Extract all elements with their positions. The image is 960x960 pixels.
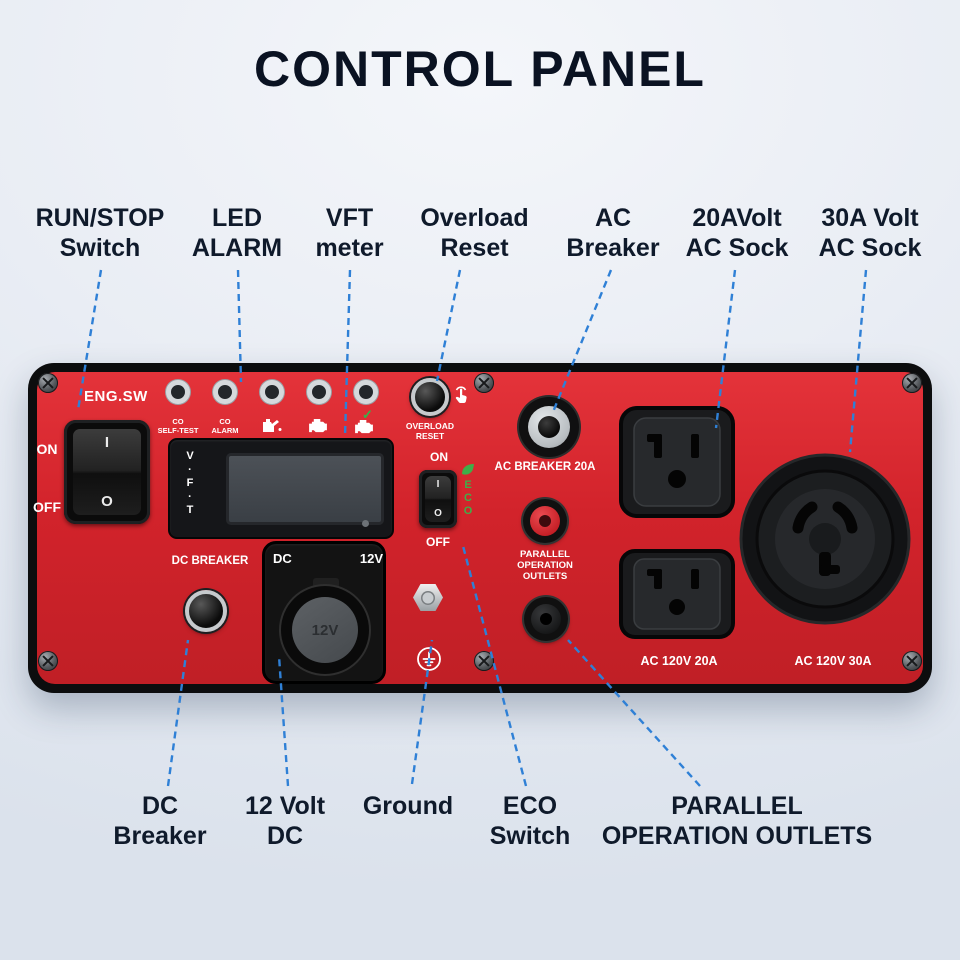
parallel-jack-positive[interactable] xyxy=(523,499,567,543)
screw-icon xyxy=(474,651,494,671)
led-caption-co-self-test: CO SELF-TEST xyxy=(157,417,199,435)
page-title: CONTROL PANEL xyxy=(254,41,706,97)
eco-switch[interactable]: I O xyxy=(419,470,457,528)
eco-vertical-label: E C O xyxy=(463,479,473,517)
screw-icon xyxy=(38,651,58,671)
label-dc-breaker: DC Breaker xyxy=(113,792,207,850)
ac-breaker-caption: AC BREAKER 20A xyxy=(494,461,596,473)
ac-outlet-20a-bottom[interactable] xyxy=(618,548,736,640)
overload-reset-button[interactable] xyxy=(411,378,449,416)
vft-meter: V · F · T xyxy=(168,438,394,539)
oil-warning-icon xyxy=(263,419,282,432)
dc-socket-ring: 12V xyxy=(281,586,369,674)
off-label: OFF xyxy=(33,499,61,515)
label-ground: Ground xyxy=(362,792,454,820)
parallel-outlets-caption: PARALLEL OPERATION OUTLETS xyxy=(517,549,573,582)
led-overload xyxy=(307,380,331,404)
vft-indicator-dot xyxy=(362,520,369,527)
label-12-volt-dc: 12 Volt DC xyxy=(244,792,326,850)
label-run-stop-switch: RUN/STOP Switch xyxy=(35,204,165,262)
eco-on-label: ON xyxy=(430,450,448,464)
touch-icon xyxy=(455,386,467,403)
leaf-icon xyxy=(462,464,474,475)
eng-sw-label: ENG.SW xyxy=(84,388,148,405)
ac-120v-30a-label: AC 120V 30A xyxy=(794,654,872,668)
run-stop-rocker-plate: I O xyxy=(73,429,141,515)
eco-i-mark: I xyxy=(436,479,440,490)
ac-breaker[interactable] xyxy=(519,397,579,457)
dc-breaker-label: DC BREAKER xyxy=(171,555,249,567)
engine-ok-icon xyxy=(355,419,373,434)
eco-off-label: OFF xyxy=(426,535,450,549)
ground-symbol-icon xyxy=(417,647,441,671)
led-co-self-test xyxy=(166,380,190,404)
eco-o-mark: O xyxy=(434,508,442,519)
overload-reset-caption: OVERLOAD RESET xyxy=(405,421,455,441)
ground-terminal-bolt[interactable] xyxy=(413,584,443,611)
ac-breaker-button xyxy=(538,416,560,438)
parallel-jack-negative-hole xyxy=(540,613,552,625)
screw-icon xyxy=(902,651,922,671)
parallel-jack-positive-hole xyxy=(539,515,551,527)
label-led-alarm: LED ALARM xyxy=(191,204,283,262)
label-parallel-operation-outlets: PARALLEL OPERATION OUTLETS xyxy=(601,792,873,850)
dc-12v-socket[interactable]: DC 12V 12V xyxy=(262,541,386,684)
ac-outlet-30a[interactable] xyxy=(738,452,912,626)
ground-bolt-cap xyxy=(421,590,435,605)
led-low-oil xyxy=(260,380,284,404)
dc-label: DC xyxy=(273,551,292,566)
parallel-jack-negative[interactable] xyxy=(524,597,568,641)
label-ac-breaker: AC Breaker xyxy=(566,204,660,262)
socket-cover-tab xyxy=(313,578,339,588)
vft-lcd-display xyxy=(226,453,384,525)
dc-12v-label: 12V xyxy=(359,551,383,566)
ac-outlet-20a-top[interactable] xyxy=(618,405,736,519)
label-30a-ac-sock: 30A Volt AC Sock xyxy=(818,204,922,262)
screw-icon xyxy=(38,373,58,393)
run-stop-switch[interactable]: I O xyxy=(64,420,150,524)
dc-socket-face: 12V xyxy=(292,597,358,663)
check-icon: ✓ xyxy=(362,407,373,422)
led-co-alarm xyxy=(213,380,237,404)
label-overload-reset: Overload Reset xyxy=(420,204,529,262)
led-caption-co-alarm: CO ALARM xyxy=(211,417,239,435)
vft-letters: V · F · T xyxy=(186,450,194,516)
screw-icon xyxy=(902,373,922,393)
led-output-ready xyxy=(354,380,378,404)
dc-breaker-button[interactable] xyxy=(185,590,227,632)
label-eco-switch: ECO Switch xyxy=(489,792,571,850)
eco-rocker-plate: I O xyxy=(425,476,451,522)
rocker-o-mark: O xyxy=(101,493,113,510)
label-20a-ac-sock: 20AVolt AC Sock xyxy=(685,204,789,262)
generator-control-panel: ENG.SW ON OFF I O CO SELF-TEST CO ALARM … xyxy=(28,363,932,693)
on-label: ON xyxy=(36,441,58,457)
screw-icon xyxy=(474,373,494,393)
label-vft-meter: VFT meter xyxy=(315,204,384,262)
ac-120v-20a-label: AC 120V 20A xyxy=(640,654,718,668)
engine-warning-icon xyxy=(309,418,327,433)
rocker-i-mark: I xyxy=(104,434,110,451)
